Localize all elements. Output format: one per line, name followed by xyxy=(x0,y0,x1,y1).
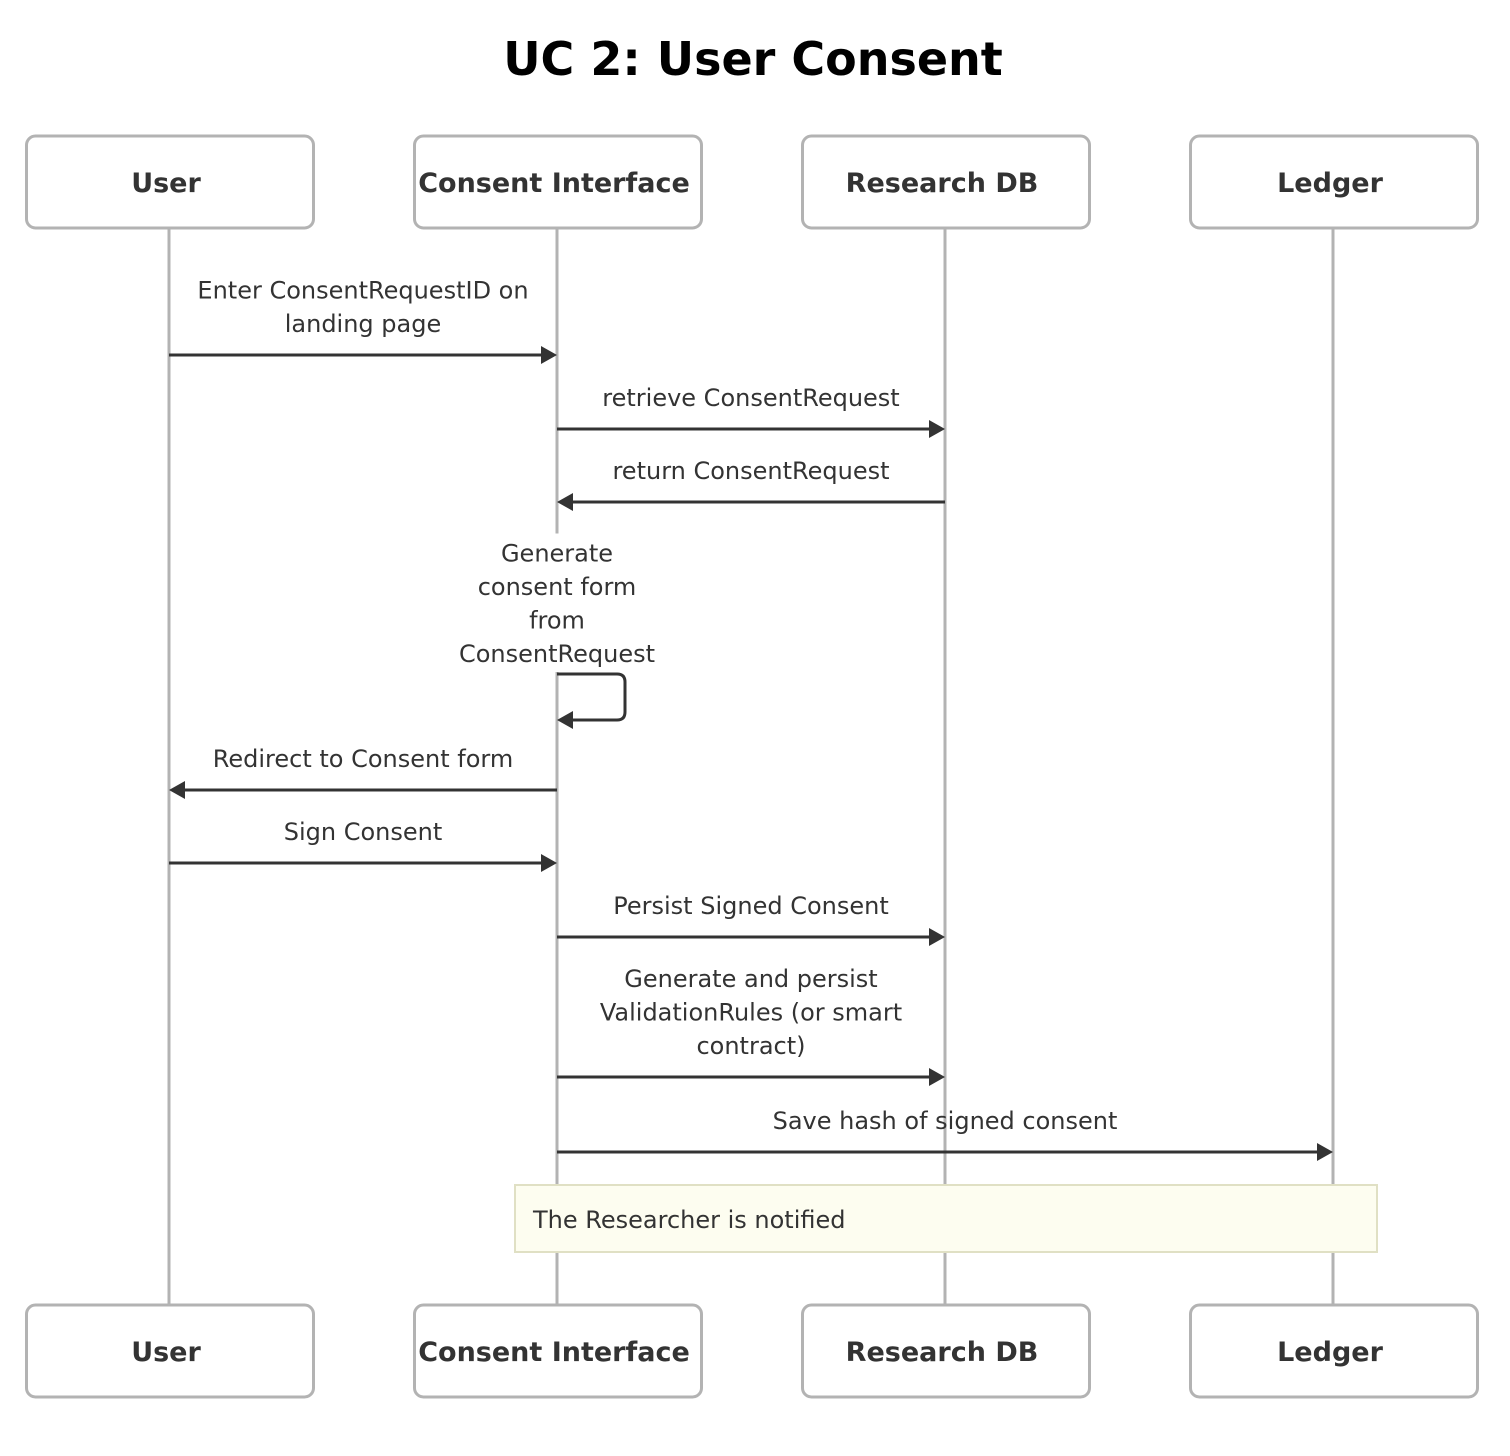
note-box xyxy=(514,1184,1378,1253)
message-label: contract) xyxy=(696,1032,805,1060)
participant-ledger-bottom: Ledger xyxy=(1189,1303,1479,1399)
participant-box xyxy=(413,134,703,230)
message-label: Redirect to Consent form xyxy=(213,745,513,773)
message-label: retrieve ConsentRequest xyxy=(602,384,899,412)
arrow-head xyxy=(929,420,945,438)
participant-box xyxy=(25,134,315,230)
participant-label: Research DB xyxy=(846,168,1039,199)
message-6: Sign Consent xyxy=(169,818,557,872)
message-label: landing page xyxy=(285,310,442,338)
message-label: Save hash of signed consent xyxy=(773,1107,1118,1135)
message-2: retrieve ConsentRequest xyxy=(557,384,945,438)
note-layer: The Researcher is notified xyxy=(514,1184,1378,1253)
message-label: ConsentRequest xyxy=(459,640,655,668)
participant-label: User xyxy=(131,168,201,199)
participant-label: Consent Interface xyxy=(418,1337,690,1368)
diagram-title: UC 2: User Consent xyxy=(503,32,1003,86)
message-label: Generate xyxy=(501,540,613,568)
note: The Researcher is notified xyxy=(514,1184,1378,1253)
lifelines xyxy=(167,228,1335,1305)
message-label: Generate and persist xyxy=(624,965,877,993)
participant-box xyxy=(1189,1303,1479,1399)
participant-ledger-top: Ledger xyxy=(1189,134,1479,230)
participant-ci-bottom: Consent Interface xyxy=(413,1303,703,1399)
message-3: return ConsentRequest xyxy=(557,457,945,511)
participant-label: Ledger xyxy=(1277,1337,1383,1368)
message-label: Persist Signed Consent xyxy=(613,892,888,920)
participant-box xyxy=(25,1303,315,1399)
message-label: Enter ConsentRequestID on xyxy=(197,277,528,305)
message-label-bg xyxy=(457,533,657,672)
participant-box xyxy=(801,1303,1091,1399)
participant-db-top: Research DB xyxy=(801,134,1091,230)
messages: Enter ConsentRequestID on landing page ret… xyxy=(169,277,1333,1161)
participant-label: Ledger xyxy=(1277,168,1383,199)
message-label: consent form xyxy=(478,573,637,601)
participant-label: User xyxy=(131,1337,201,1368)
participant-db-bottom: Research DB xyxy=(801,1303,1091,1399)
message-1: Enter ConsentRequestID on landing page xyxy=(169,277,557,364)
arrow-head xyxy=(541,854,557,872)
participant-box xyxy=(413,1303,703,1399)
message-7: Persist Signed Consent xyxy=(557,892,945,946)
arrow-head xyxy=(541,346,557,364)
message-9: Save hash of signed consent xyxy=(557,1107,1333,1161)
message-label: return ConsentRequest xyxy=(612,457,889,485)
arrow-head xyxy=(169,781,185,799)
arrow-head xyxy=(1317,1143,1333,1161)
participant-user-bottom: User xyxy=(25,1303,315,1399)
participant-box xyxy=(1189,134,1479,230)
arrow-head xyxy=(557,493,573,511)
message-line xyxy=(557,672,627,722)
message-5: Redirect to Consent form xyxy=(169,745,557,799)
message-label: Sign Consent xyxy=(284,818,443,846)
note-text: The Researcher is notified xyxy=(532,1206,846,1234)
arrow-head xyxy=(557,711,573,729)
participant-box xyxy=(801,134,1091,230)
participant-ci-top: Consent Interface xyxy=(413,134,703,230)
participant-user-top: User xyxy=(25,134,315,230)
message-label: ValidationRules (or smart xyxy=(600,999,902,1027)
arrow-head xyxy=(929,928,945,946)
participant-label: Research DB xyxy=(846,1337,1039,1368)
message-label: from xyxy=(529,607,585,635)
participant-label: Consent Interface xyxy=(418,168,690,199)
arrow-head xyxy=(929,1068,945,1086)
